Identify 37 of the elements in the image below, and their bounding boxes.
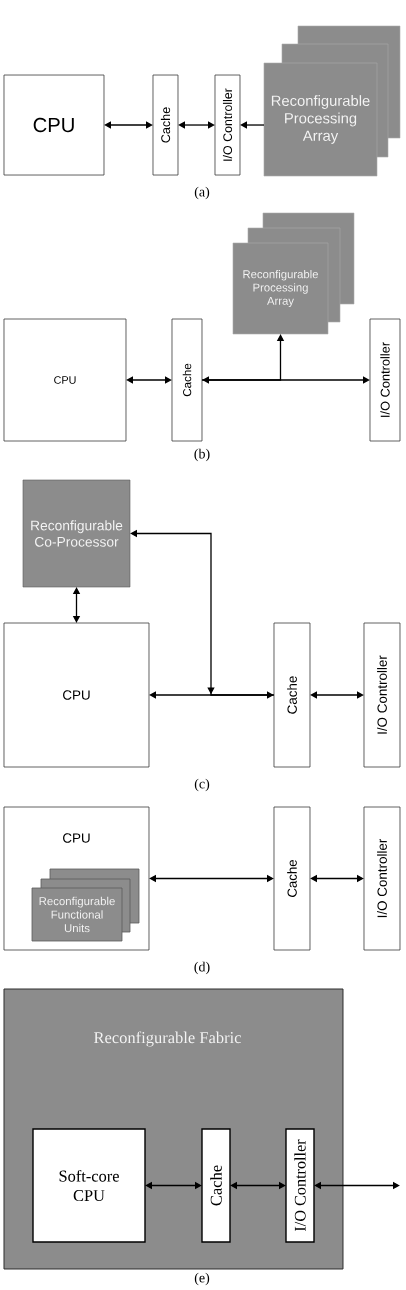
stacked-blocks: Reconfigurable Functional Units (31, 868, 140, 942)
double-arrow (310, 691, 364, 699)
double-arrow (230, 1181, 286, 1190)
vertical-block: Cache (171, 318, 203, 442)
block: Soft-core CPU (32, 1128, 146, 1243)
vertical-block: I/O Controller (214, 74, 241, 176)
vertical-block: I/O Controller (369, 318, 401, 442)
caption: (c) (194, 778, 210, 792)
block: CPU (3, 622, 150, 768)
arrow (240, 121, 265, 129)
double-arrow (149, 874, 274, 883)
double-arrow (310, 874, 364, 883)
vertical-block: Cache (152, 74, 179, 176)
caption: (a) (194, 186, 210, 200)
vertical-block: Cache (201, 1128, 231, 1243)
caption: (e) (194, 1272, 210, 1286)
double-arrow (202, 376, 370, 384)
stacked-blocks: Reconfigurable Processing Array (263, 25, 401, 177)
vertical-block: Cache (273, 806, 311, 951)
double-arrow (314, 1181, 400, 1190)
double-arrow (178, 121, 215, 129)
stacked-blocks: Reconfigurable Processing Array (232, 212, 355, 335)
caption: (b) (194, 448, 210, 462)
double-arrow (72, 587, 81, 623)
block: CPU (3, 74, 105, 176)
block: CPU (3, 318, 127, 442)
shaded-block: Reconfigurable Co-Processor (22, 479, 131, 588)
vertical-block: Cache (273, 622, 311, 768)
caption: (d) (194, 961, 210, 975)
vertical-block: I/O Controller (285, 1128, 315, 1243)
double-arrow (145, 1181, 202, 1190)
double-arrow (104, 121, 153, 129)
node-label: Units (64, 923, 90, 933)
double-arrow (149, 691, 274, 699)
vertical-block: I/O Controller (363, 622, 401, 768)
double-arrow (126, 376, 172, 384)
vertical-block: I/O Controller (363, 806, 401, 951)
